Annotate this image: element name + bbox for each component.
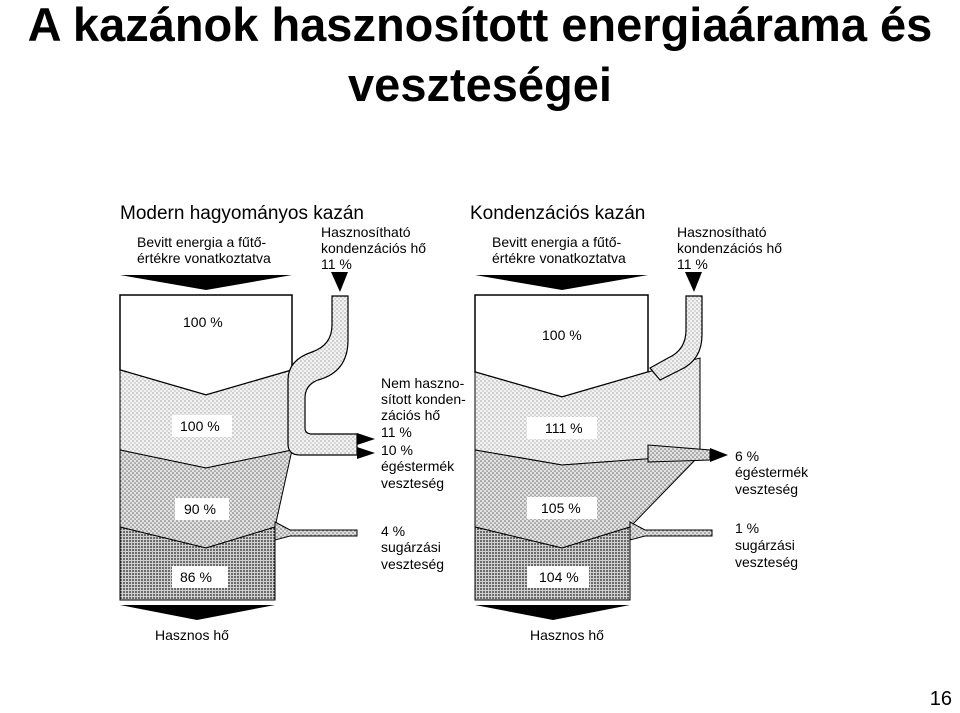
- page-number: 16: [929, 688, 952, 710]
- pct-bottom-box-right: [527, 566, 589, 588]
- right-rad-1: 1 %: [735, 520, 759, 536]
- right-recoverable-2: kondenzációs hő: [677, 240, 782, 256]
- right-flue-1: 6 %: [735, 448, 759, 464]
- condensation-pipe-left: [287, 295, 358, 456]
- left-flue-2: égéstermék: [381, 458, 455, 474]
- left-heading: Modern hagyományos kazán: [120, 203, 364, 224]
- condensation-arrow-right: [685, 272, 702, 292]
- left-recoverable-2: kondenzációs hő: [321, 240, 426, 256]
- left-input-label-2: értékre vonatkoztatva: [137, 250, 271, 266]
- right-pct-mid: 105 %: [541, 500, 581, 516]
- left-flue-1: 10 %: [381, 442, 413, 458]
- right-recoverable-1: Hasznosítható: [677, 224, 767, 240]
- slide-title-line-1: A kazánok hasznosított energiaárama és: [27, 0, 933, 51]
- left-pct-top: 100 %: [183, 314, 223, 330]
- left-rad-3: veszteség: [381, 556, 444, 572]
- left-output: Hasznos hő: [155, 627, 229, 643]
- pct-gray-box-right: [527, 417, 597, 439]
- radiation-pipe-left: [274, 521, 358, 541]
- pct-top-box-right: [535, 325, 593, 345]
- right-heading: Kondenzációs kazán: [470, 203, 645, 224]
- pct-gray-box-left: [172, 415, 232, 437]
- left-unused-2: sított konden-: [381, 391, 466, 407]
- right-pct-gray: 111 %: [545, 420, 583, 436]
- right-pct-bottom: 104 %: [539, 569, 579, 585]
- left-diagram: [119, 272, 375, 620]
- flue-arrow-right: [710, 448, 728, 462]
- flue-duct-right: [647, 444, 711, 463]
- condensation-arrow-left: [331, 272, 348, 292]
- left-input-label-1: Bevitt energia a fűtő-: [137, 234, 267, 250]
- radiation-pipe-right: [629, 521, 713, 541]
- right-rad-2: sugárzási: [735, 537, 795, 553]
- slide-title-line-2: veszteségei: [348, 58, 612, 111]
- left-pct-mid: 90 %: [184, 501, 216, 517]
- left-pct-bottom: 86 %: [180, 569, 212, 585]
- pct-bottom-box-left: [172, 566, 228, 588]
- left-unused-3: zációs hő: [381, 407, 440, 423]
- right-flue-3: veszteség: [735, 481, 798, 497]
- pct-mid-box-left: [175, 498, 229, 520]
- right-diagram: [474, 272, 728, 620]
- right-input-label-2: értékre vonatkoztatva: [492, 250, 626, 266]
- dark-block-left: [119, 526, 276, 601]
- left-recoverable-3: 11 %: [321, 256, 352, 272]
- flue-arrow-1-left: [357, 433, 375, 445]
- right-input-label-1: Bevitt energia a fűtő-: [492, 234, 622, 250]
- output-wedge-right: [475, 605, 630, 620]
- right-recoverable-3: 11 %: [677, 256, 708, 272]
- left-unused-4: 11 %: [381, 424, 412, 440]
- right-pct-top: 100 %: [542, 327, 582, 343]
- pct-top-box-left: [175, 312, 233, 332]
- flue-arrow-2-left: [357, 447, 375, 459]
- right-flue-2: égéstermék: [735, 464, 809, 480]
- left-rad-1: 4 %: [381, 523, 405, 539]
- pct-mid-box-right: [527, 497, 597, 519]
- right-output: Hasznos hő: [530, 627, 604, 643]
- input-wedge-right: [475, 275, 648, 290]
- input-wedge-left: [120, 275, 292, 290]
- left-flue-3: veszteség: [381, 475, 444, 491]
- condensation-pipe-right: [649, 295, 703, 381]
- left-pct-gray: 100 %: [180, 418, 220, 434]
- dark-block-right: [474, 526, 631, 601]
- output-wedge-left: [120, 605, 275, 620]
- left-rad-2: sugárzási: [381, 539, 441, 555]
- right-rad-3: veszteség: [735, 554, 798, 570]
- left-unused-1: Nem haszno-: [381, 375, 465, 391]
- left-recoverable-1: Hasznosítható: [321, 224, 411, 240]
